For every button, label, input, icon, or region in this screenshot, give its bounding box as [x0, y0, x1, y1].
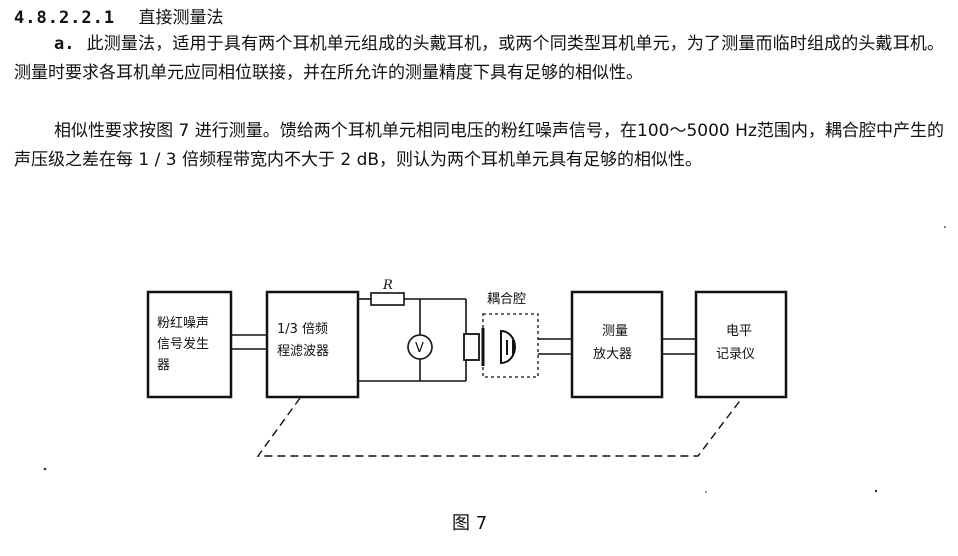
paragraph-marker: a. — [54, 34, 75, 54]
amplifier-label-line1: 测量 — [602, 324, 628, 339]
voltmeter-label: V — [415, 341, 424, 356]
paragraph-a: a.此测量法，适用于具有两个耳机单元组成的头戴耳机，或两个同类型耳机单元，为了测… — [14, 30, 944, 88]
paragraph-a-text: 此测量法，适用于具有两个耳机单元组成的头戴耳机，或两个同类型耳机单元，为了测量而… — [14, 34, 944, 83]
paragraph-similarity: 相似性要求按图 7 进行测量。馈给两个耳机单元相同电压的粉红噪声信号，在100～… — [14, 117, 944, 175]
resistor-symbol — [370, 292, 405, 306]
resistor-label: R — [382, 278, 393, 293]
recorder-label-line2: 记录仪 — [716, 347, 755, 362]
level-recorder-box — [694, 290, 788, 399]
filter-label-line1: 1/3 倍频 — [277, 322, 328, 337]
section-heading: 4.8.2.2.1 直接测量法 — [14, 3, 224, 28]
generator-label-line1: 粉红噪声 — [157, 315, 209, 331]
scan-speck — [874, 489, 878, 493]
section-number: 4.8.2.2.1 — [14, 8, 116, 28]
scan-speck — [944, 226, 946, 228]
coupler-label: 耦合腔 — [487, 292, 526, 307]
scan-speck — [705, 491, 707, 493]
octave-filter-box — [265, 290, 360, 399]
measuring-amplifier-box — [570, 290, 664, 399]
coupler-microphone-symbol — [500, 329, 516, 365]
paragraph-similarity-text: 相似性要求按图 7 进行测量。馈给两个耳机单元相同电压的粉红噪声信号，在100～… — [14, 121, 944, 170]
pink-noise-generator-box — [146, 290, 233, 399]
earphone-unit-symbol — [463, 333, 480, 361]
section-title: 直接测量法 — [138, 8, 224, 28]
amplifier-label-line2: 放大器 — [593, 347, 632, 362]
scan-speck — [43, 467, 47, 471]
voltmeter-symbol — [407, 334, 433, 360]
figure-caption: 图 7 — [452, 513, 488, 534]
generator-label-line2: 信号发生 — [157, 336, 209, 352]
filter-label-line2: 程滤波器 — [277, 344, 329, 359]
generator-label-line3: 器 — [157, 358, 170, 373]
coupler-dashed-outline — [482, 313, 539, 378]
recorder-label-line1: 电平 — [726, 324, 752, 339]
sync-dashed-line — [256, 397, 743, 457]
